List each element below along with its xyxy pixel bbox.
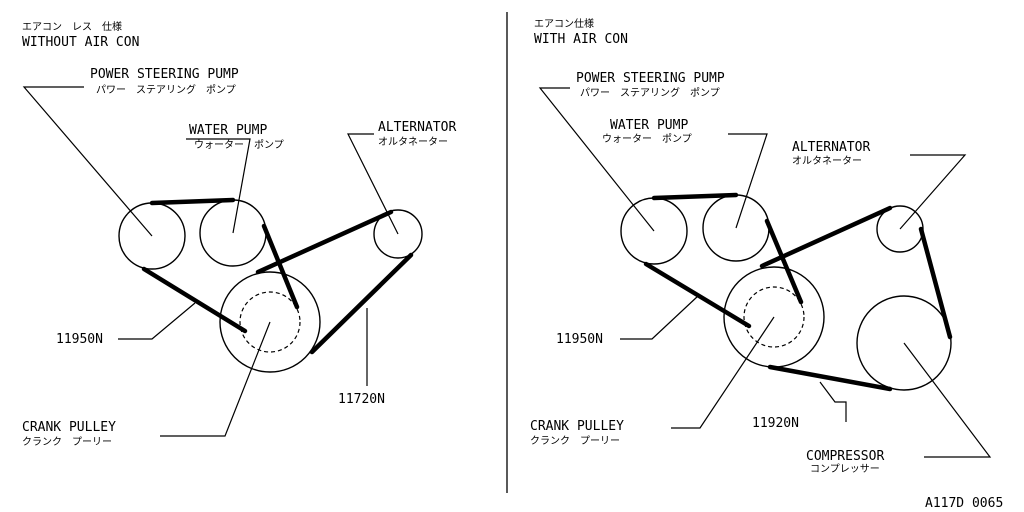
right-alternator-label: ALTERNATOR: [792, 140, 870, 155]
left-belt-alt-lower: [309, 252, 414, 355]
left-power-steering-leader: [22, 86, 153, 237]
right-belt-comp-upper: [759, 205, 893, 269]
right-panel: エアコン仕様 WITH AIR CON POWER STEERING PUMP …: [530, 17, 992, 475]
right-belt-ps-lower: [643, 261, 752, 329]
right-header-jp: エアコン仕様: [534, 17, 594, 30]
left-belt-ps-lower: [141, 266, 248, 334]
right-power-steering-label-jp: パワー ステアリング ポンプ: [580, 86, 720, 99]
right-crank-pulley-hub: [743, 286, 805, 348]
right-belt-comp-label: 11920N: [752, 416, 799, 431]
left-water-pump-leader: [186, 138, 251, 234]
figure-code: A117D 0065: [925, 496, 1003, 511]
right-crank-pulley-label-jp: クランク プーリー: [530, 435, 620, 447]
left-belt-alt-label: 11720N: [338, 392, 385, 407]
right-water-pump-label: WATER PUMP: [610, 118, 688, 133]
right-belt-ps-top: [651, 192, 739, 201]
right-belt-comp-lower: [767, 364, 893, 392]
left-crank-pulley-hub: [239, 291, 301, 353]
right-water-pump-label-jp: ウォーター ポンプ: [602, 133, 692, 145]
right-power-steering-leader: [538, 87, 655, 232]
right-belt-comp-leader: [819, 381, 847, 422]
left-header-en: WITHOUT AIR CON: [22, 35, 139, 50]
left-alternator-pulley: [373, 209, 423, 259]
left-crank-pulley: [219, 271, 321, 373]
left-alternator-label-jp: オルタネーター: [378, 136, 448, 148]
right-alternator-label-jp: オルタネーター: [792, 155, 862, 167]
right-compressor-label: COMPRESSOR: [806, 449, 884, 464]
right-water-pump-leader: [728, 133, 768, 229]
right-belt-ps-right: [764, 218, 804, 305]
right-compressor-leader: [903, 342, 992, 458]
left-belt-ps-label: 11950N: [56, 332, 103, 347]
right-crank-pulley-leader: [671, 316, 775, 429]
left-water-pump-label: WATER PUMP: [189, 123, 267, 138]
left-crank-pulley-label-jp: クランク プーリー: [22, 436, 112, 448]
left-alternator-label: ALTERNATOR: [378, 120, 456, 135]
left-water-pump-label-jp: ウォーター ポンプ: [194, 139, 284, 151]
right-power-steering-label: POWER STEERING PUMP: [576, 71, 725, 86]
right-belt-ps-label: 11950N: [556, 332, 603, 347]
right-belt-comp-right: [918, 226, 953, 340]
left-belt-alt-upper: [255, 209, 394, 275]
right-compressor-pulley: [856, 295, 952, 391]
left-alternator-leader: [347, 133, 399, 235]
left-crank-pulley-label: CRANK PULLEY: [22, 420, 116, 435]
left-belt-ps-right: [261, 223, 300, 310]
left-power-steering-label-jp: パワー ステアリング ポンプ: [96, 83, 236, 96]
left-crank-pulley-leader: [160, 321, 271, 437]
right-alternator-leader: [899, 154, 967, 230]
right-compressor-label-jp: コンプレッサー: [810, 463, 880, 475]
right-header-en: WITH AIR CON: [534, 32, 628, 47]
right-crank-pulley-label: CRANK PULLEY: [530, 419, 624, 434]
left-belt-ps-leader: [118, 302, 196, 340]
right-belt-ps-leader: [620, 295, 699, 340]
left-belt-ps-top: [149, 197, 236, 206]
left-panel: エアコン レス 仕様 WITHOUT AIR CON POWER STEERIN…: [22, 20, 456, 448]
left-power-steering-label: POWER STEERING PUMP: [90, 67, 239, 82]
left-header-jp: エアコン レス 仕様: [22, 20, 122, 33]
